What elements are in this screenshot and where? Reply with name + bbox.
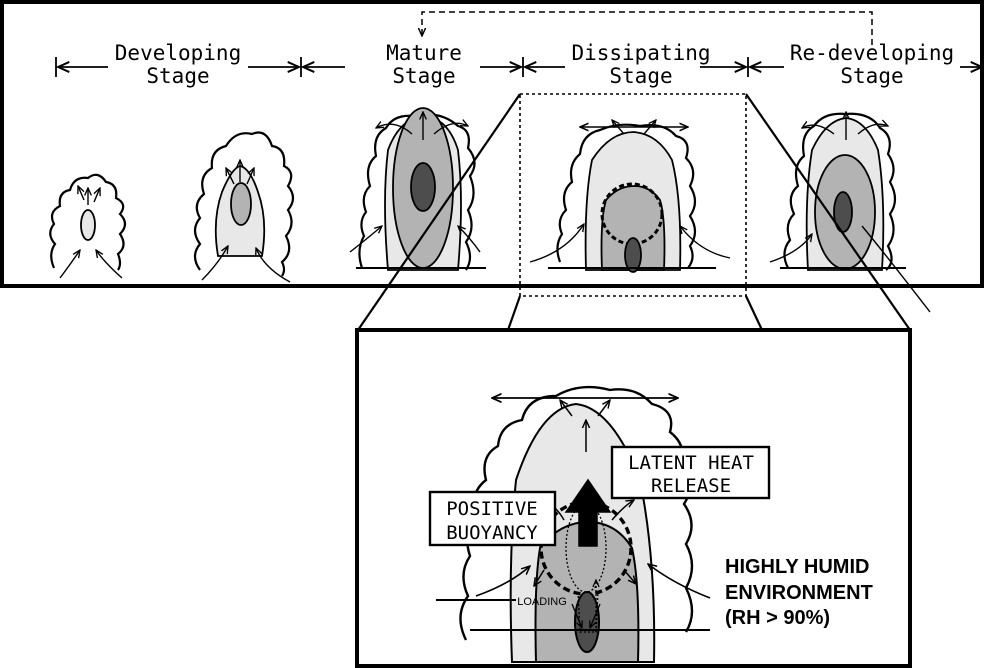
latent-heat-label-line1: LATENT HEAT bbox=[628, 452, 754, 474]
loading-label: LOADING bbox=[517, 596, 567, 608]
environment-label-line1: HIGHLY HUMID bbox=[725, 556, 869, 578]
latent-heat-label-line2: RELEASE bbox=[651, 475, 731, 497]
cloud-developing-early bbox=[50, 175, 125, 278]
stage-label-redeveloping-2: Stage bbox=[840, 64, 903, 88]
stage-label-developing-1: Developing bbox=[115, 41, 241, 65]
environment-label-line3: (RH > 90%) bbox=[725, 607, 830, 629]
cloud-developing-late bbox=[195, 133, 293, 283]
cloud-redeveloping bbox=[770, 112, 930, 312]
buoyancy-label-line1: POSITIVE bbox=[446, 498, 538, 520]
stage-label-mature-2: Stage bbox=[392, 64, 455, 88]
cloud-mature bbox=[350, 108, 486, 270]
stage-label-dissipating-1: Dissipating bbox=[571, 41, 710, 65]
environment-label-line2: ENVIRONMENT bbox=[725, 582, 873, 604]
stage-label-dissipating-2: Stage bbox=[609, 64, 672, 88]
stage-label-redeveloping-1: Re-developing bbox=[790, 41, 954, 65]
buoyancy-label-line2: BUOYANCY bbox=[446, 522, 538, 544]
cloud-dissipating bbox=[530, 120, 730, 272]
stage-label-mature-1: Mature bbox=[386, 41, 462, 65]
stage-label-developing-2: Stage bbox=[146, 64, 209, 88]
